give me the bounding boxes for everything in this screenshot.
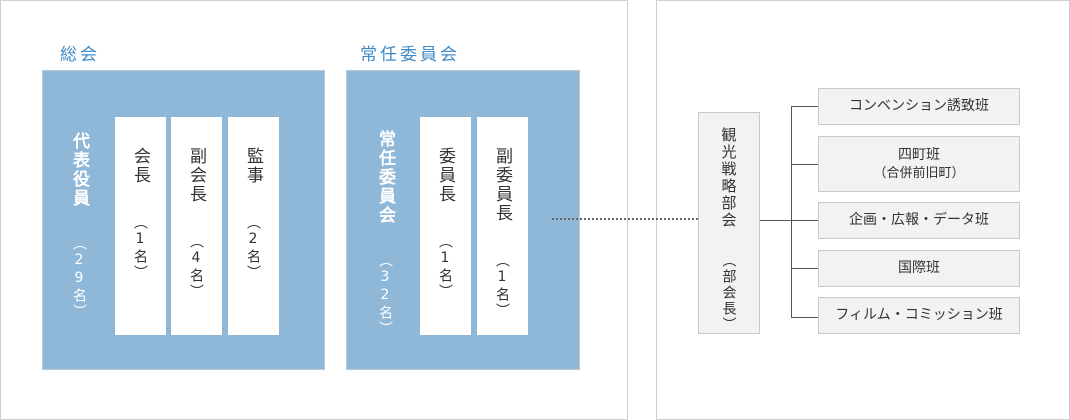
role-chair-count: （1名） [132, 215, 148, 281]
standing-committee-title: 常任委員会 [360, 45, 460, 65]
role-committee-vice-chair-count: （1名） [494, 253, 510, 319]
role-committee-vice-chair: 副委員長 （1名） [477, 117, 528, 335]
team-four-towns-note: （合併前旧町） [873, 165, 965, 181]
role-vice-chair-name: 副会長 [186, 147, 206, 204]
connector-vertical [791, 106, 792, 318]
role-committee-chair-name: 委員長 [435, 147, 455, 204]
connector-horizontal [760, 220, 792, 221]
strategy-committee-sub: （部会長） [720, 253, 737, 333]
team-film-commission: フィルム・コミッション班 [818, 297, 1020, 334]
strategy-committee-box: 観光戦略部会 （部会長） [698, 112, 760, 334]
representatives-label: 代表役員 （29名） [67, 132, 92, 320]
representatives-title: 代表役員 [69, 132, 89, 208]
committee-members-label: 常任委員会 （32名） [373, 130, 398, 337]
representatives-count: （29名） [71, 236, 87, 320]
branch-line [791, 317, 818, 318]
team-international-name: 国際班 [898, 260, 940, 277]
team-four-towns: 四町班 （合併前旧町） [818, 136, 1020, 192]
role-chair-name: 会長 [130, 147, 150, 185]
team-international: 国際班 [818, 250, 1020, 287]
team-convention-name: コンベンション誘致班 [849, 98, 989, 115]
role-chair: 会長 （1名） [115, 117, 166, 335]
branch-line [791, 106, 818, 107]
role-auditor-count: （2名） [245, 215, 261, 281]
dotted-connector [552, 218, 698, 220]
branch-line [791, 164, 818, 165]
general-assembly-title: 総会 [60, 45, 100, 65]
committee-members-title: 常任委員会 [375, 130, 395, 225]
team-four-towns-name: 四町班 [898, 146, 940, 163]
role-committee-chair: 委員長 （1名） [420, 117, 471, 335]
role-committee-chair-count: （1名） [437, 234, 453, 300]
role-auditor: 監事 （2名） [228, 117, 279, 335]
role-vice-chair-count: （4名） [188, 234, 204, 300]
role-vice-chair: 副会長 （4名） [171, 117, 222, 335]
team-planning: 企画・広報・データ班 [818, 202, 1020, 239]
role-auditor-name: 監事 [243, 147, 263, 185]
team-convention: コンベンション誘致班 [818, 88, 1020, 125]
team-film-commission-name: フィルム・コミッション班 [835, 307, 1003, 324]
role-committee-vice-chair-name: 副委員長 [492, 147, 512, 223]
branch-line [791, 268, 818, 269]
branch-line [791, 220, 818, 221]
committee-members-count: （32名） [377, 253, 393, 337]
team-planning-name: 企画・広報・データ班 [849, 212, 989, 229]
strategy-committee-label: 観光戦略部会 [719, 127, 738, 229]
